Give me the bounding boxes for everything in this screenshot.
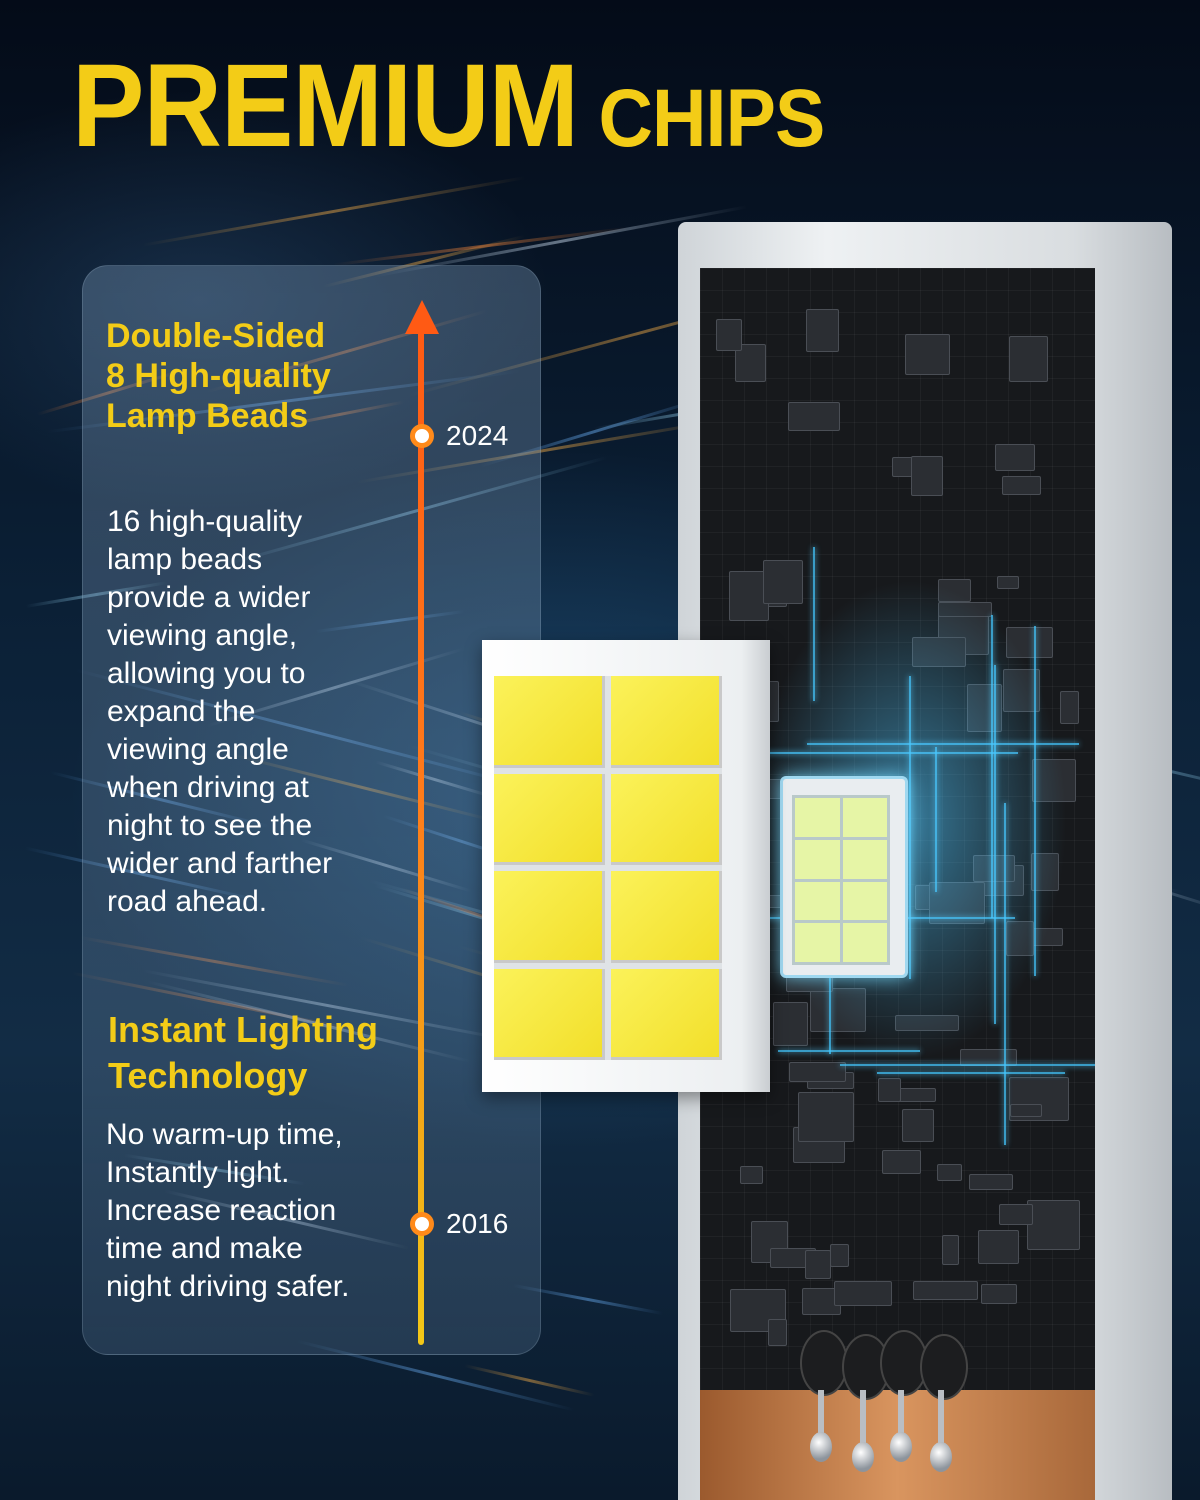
- feature-title: Double-Sided 8 High-quality Lamp Beads: [106, 317, 331, 435]
- light-streak: [333, 226, 629, 267]
- solder-bead: [852, 1442, 874, 1472]
- solder-bead: [890, 1432, 912, 1462]
- timeline-arrow-icon: [405, 300, 439, 334]
- headline-word-2: CHIPS: [598, 73, 825, 164]
- timeline-dot: [410, 1212, 434, 1236]
- pcb-component: [882, 1150, 921, 1174]
- inductor-lead: [860, 1390, 866, 1450]
- pcb-component: [739, 1165, 763, 1184]
- pcb-component: [968, 1173, 1014, 1190]
- feature-description: No warm-up time, Instantly light. Increa…: [106, 1118, 350, 1303]
- pcb-component: [994, 443, 1035, 472]
- inductor-lead: [938, 1390, 944, 1450]
- pcb-component: [911, 455, 944, 496]
- light-streak: [141, 176, 525, 248]
- pcb-component: [998, 1204, 1034, 1225]
- pcb-component: [833, 1280, 892, 1306]
- light-streak: [464, 1364, 595, 1398]
- pcb-component: [941, 1234, 959, 1266]
- pcb-component: [978, 1230, 1019, 1265]
- inductor-coil: [920, 1334, 968, 1400]
- led-chip-magnified: [494, 676, 722, 1060]
- pcb-component: [1001, 476, 1042, 496]
- pcb-component: [1010, 1104, 1043, 1117]
- feature-title: Instant Lighting Technology: [108, 1009, 378, 1096]
- feature-panel: [82, 265, 541, 1355]
- pcb-component: [829, 1243, 850, 1267]
- inductor-lead: [898, 1390, 904, 1450]
- pcb-component: [980, 1283, 1018, 1305]
- pcb-component: [877, 1078, 902, 1102]
- solder-bead: [810, 1432, 832, 1462]
- pcb-component: [913, 1280, 979, 1301]
- pcb-component: [797, 1092, 854, 1143]
- timeline-year: 2024: [446, 420, 509, 451]
- timeline-dot: [410, 424, 434, 448]
- inductor-lead: [818, 1390, 824, 1450]
- pcb-component: [937, 1163, 963, 1182]
- center-led-chip: [792, 795, 890, 965]
- solder-bead: [930, 1442, 952, 1472]
- pcb-component: [892, 457, 914, 477]
- inductor-coil: [800, 1330, 848, 1396]
- pcb-component: [788, 402, 840, 431]
- pcb-component: [901, 1108, 934, 1142]
- feature-description: 16 high-quality lamp beads provide a wid…: [107, 505, 333, 918]
- pcb-component: [767, 1318, 788, 1347]
- pcb-component: [805, 1249, 831, 1279]
- timeline-year: 2016: [446, 1208, 509, 1239]
- pcb-component: [1008, 336, 1048, 383]
- timeline-line: [418, 325, 424, 1345]
- pcb-component: [806, 309, 840, 352]
- pcb-component: [905, 334, 950, 375]
- pcb-component: [1026, 1200, 1080, 1251]
- headline-word-1: PREMIUM: [72, 40, 579, 172]
- pcb-component: [716, 319, 742, 352]
